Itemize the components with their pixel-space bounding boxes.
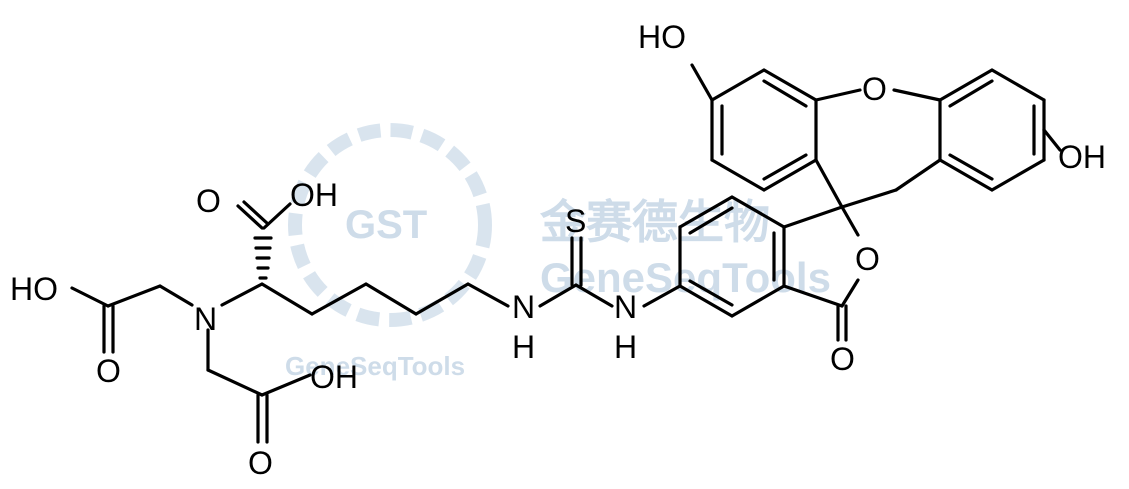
atom-n1: N xyxy=(512,289,535,325)
atom-oh-right: OH xyxy=(1058,139,1106,175)
atom-s: S xyxy=(565,203,586,239)
watermark: GST 金赛德生物 GeneSeqTools GeneSeqTools xyxy=(285,123,831,381)
atom-o-left: O xyxy=(96,353,121,389)
bonds xyxy=(70,63,1062,444)
watermark-ring xyxy=(288,123,492,327)
atom-labels: HO O OH S O O N H N H O OH HO N O OH O xyxy=(10,19,1106,481)
atom-n2-h: H xyxy=(614,329,637,365)
atom-n1-h: H xyxy=(512,329,535,365)
watermark-brand-small: GeneSeqTools xyxy=(285,351,465,381)
atom-ho-left: HO xyxy=(10,271,58,307)
watermark-cn-text: 金赛德生物 xyxy=(539,196,770,248)
atom-o-lactone: O xyxy=(855,241,880,277)
atom-o-bottom: O xyxy=(248,445,273,481)
watermark-logo-text: GST xyxy=(345,203,427,247)
atom-n2: N xyxy=(614,289,637,325)
atom-n-amine: N xyxy=(194,301,217,337)
atom-ho-top: HO xyxy=(638,19,686,55)
atom-o-cooh-top: O xyxy=(196,183,221,219)
atom-oh-bottom: OH xyxy=(310,359,358,395)
atom-o-carbonyl: O xyxy=(830,341,855,377)
stereo-hash xyxy=(253,236,273,280)
watermark-brand: GeneSeqTools xyxy=(540,254,831,301)
atom-oh-cooh-top: OH xyxy=(290,177,338,213)
atom-o-xanthene: O xyxy=(862,71,887,107)
